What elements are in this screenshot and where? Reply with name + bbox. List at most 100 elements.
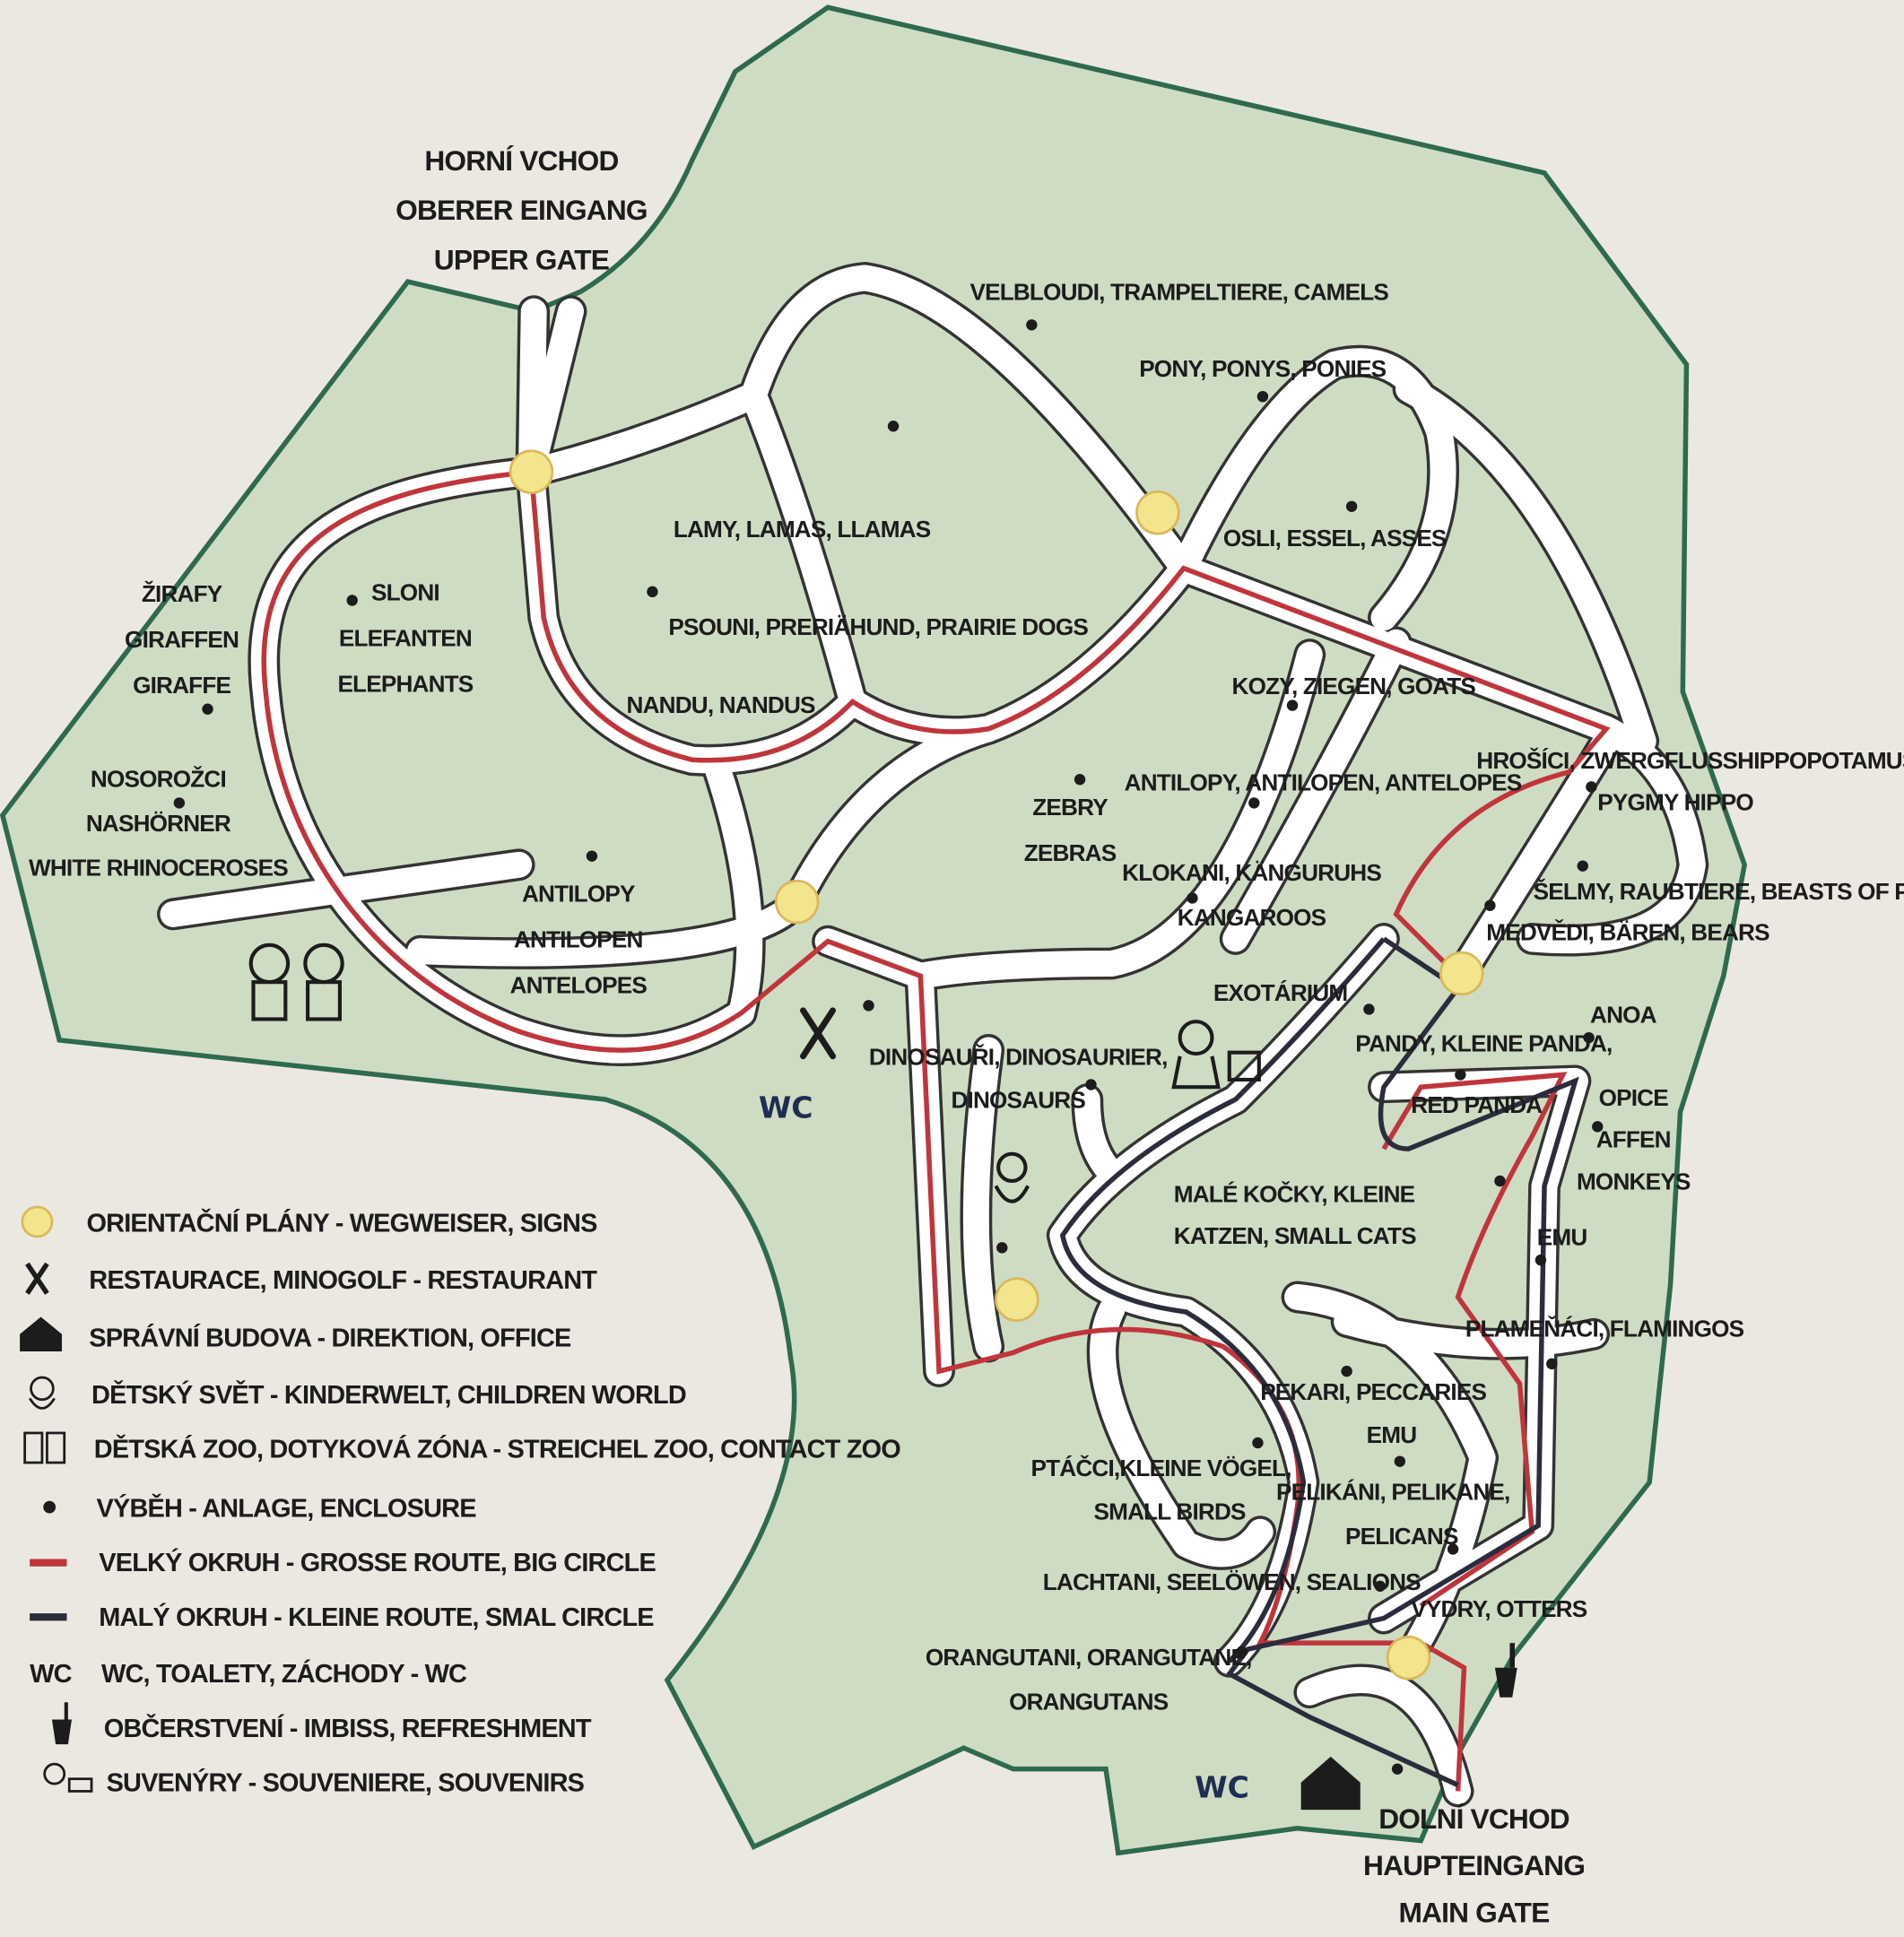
legend-label: RESTAURACE, MINOGOLF - RESTAURANT xyxy=(89,1266,597,1295)
label-line: GIRAFFEN xyxy=(125,626,239,653)
label-line: OPICE xyxy=(1599,1084,1669,1111)
label-line: ANOA xyxy=(1590,1002,1657,1029)
enclosure-dot-icon[interactable] xyxy=(1592,1121,1604,1133)
label-line: UPPER GATE xyxy=(434,243,609,275)
sign-circle-icon[interactable] xyxy=(1439,951,1484,996)
enclosure-dot-icon[interactable] xyxy=(346,595,358,606)
contact-zoo-icon[interactable] xyxy=(248,942,344,1021)
label-line: EMU xyxy=(1367,1421,1417,1448)
sign-circle-icon[interactable] xyxy=(1386,1635,1431,1681)
enclosure-dot-icon[interactable] xyxy=(1586,781,1597,793)
footpath xyxy=(814,641,1323,989)
label-dinosaurs: DINOSAUŘI, DINOSAURIER,DINOSAURS xyxy=(869,1043,1168,1113)
label-line: NANDU, NANDUS xyxy=(627,691,816,718)
label-line: KATZEN, SMALL CATS xyxy=(1174,1222,1416,1249)
office-building-icon[interactable] xyxy=(1300,1756,1361,1811)
enclosure-dot-icon[interactable] xyxy=(1085,1079,1097,1090)
enclosure-dot-icon[interactable] xyxy=(1391,1763,1404,1775)
sign-circle-icon[interactable] xyxy=(774,879,820,925)
label-line: ZEBRY xyxy=(1032,794,1108,821)
label-line: DINOSAURS xyxy=(951,1087,1085,1114)
restaurant-icon[interactable] xyxy=(800,1007,837,1060)
label-antelopes-east: ANTILOPY, ANTILOPEN, ANTELOPES xyxy=(1125,769,1522,796)
enclosure-markers xyxy=(173,319,1604,1775)
children-world-icon[interactable] xyxy=(994,1151,1030,1203)
legend-item: DĚTSKÁ ZOO, DOTYKOVÁ ZÓNA - STREICHEL ZO… xyxy=(23,1431,901,1464)
enclosure-dot-icon[interactable] xyxy=(1341,1365,1352,1377)
enclosure-dot-icon[interactable] xyxy=(1252,1437,1264,1449)
enclosure-dot-icon[interactable] xyxy=(1484,899,1496,911)
sign-circle-icon[interactable] xyxy=(509,449,554,495)
enclosure-dot-icon[interactable] xyxy=(1236,1646,1248,1657)
enclosure-dot-icon[interactable] xyxy=(1583,1031,1595,1044)
enclosure-dot-icon[interactable] xyxy=(1256,390,1269,403)
legend-label: VÝBĚH - ANLAGE, ENCLOSURE xyxy=(97,1493,477,1524)
label-line: MAIN GATE xyxy=(1399,1896,1550,1928)
label-line: MALÉ KOČKY, KLEINE xyxy=(1174,1180,1415,1207)
enclosure-dot-icon[interactable] xyxy=(1187,892,1198,904)
drink-cup-icon[interactable] xyxy=(1494,1643,1517,1698)
label-line: HORNÍ VCHOD xyxy=(424,144,618,177)
label-line: PELIKÁNI, PELIKANE, xyxy=(1276,1478,1509,1505)
label-llamas: LAMY, LAMAS, LLAMAS xyxy=(674,516,931,543)
label-line: GIRAFFE xyxy=(133,672,230,699)
enclosure-dot-icon[interactable] xyxy=(1248,797,1260,809)
enclosure-dot-icon[interactable] xyxy=(173,797,186,809)
label-line: SMALL BIRDS xyxy=(1093,1498,1246,1524)
enclosure-dot-icon[interactable] xyxy=(1026,319,1038,331)
enclosure-dot-icon[interactable] xyxy=(647,586,658,598)
wc-marker[interactable]: WC xyxy=(759,1090,813,1125)
enclosure-dot-icon[interactable] xyxy=(1074,774,1086,786)
label-red-panda-2: RED PANDA xyxy=(1411,1091,1543,1118)
legend-label: VELKÝ OKRUH - GROSSE ROUTE, BIG CIRCLE xyxy=(99,1547,656,1577)
label-small-birds: PTÁČCI,KLEINE VÖGEL,SMALL BIRDS xyxy=(1031,1455,1291,1524)
enclosure-dot-icon[interactable] xyxy=(586,850,598,862)
enclosure-dot-icon[interactable] xyxy=(1374,1580,1387,1592)
label-line: EXOTÁRIUM xyxy=(1213,979,1348,1006)
sign-circle-icon[interactable] xyxy=(995,1277,1039,1322)
enclosure-dot-icon[interactable] xyxy=(1286,699,1299,711)
footpath xyxy=(1170,348,1456,631)
label-line: NOSOROŽCI xyxy=(91,766,226,793)
label-line: PANDY, KLEINE PANDA, xyxy=(1355,1029,1612,1056)
enclosure-dot-icon[interactable] xyxy=(863,1000,874,1012)
enclosure-dot-icon[interactable] xyxy=(1577,860,1588,872)
label-line: DOLNÍ VCHOD xyxy=(1378,1802,1569,1835)
label-line: PSOUNI, PRERIÄHUND, PRAIRIE DOGS xyxy=(668,613,1088,640)
office-building-icon xyxy=(20,1316,62,1352)
big-circle-route xyxy=(261,469,1611,1792)
footpath xyxy=(517,298,584,485)
enclosure-dot-icon[interactable] xyxy=(1363,1003,1375,1015)
label-line: VYDRY, OTTERS xyxy=(1411,1595,1587,1622)
label-line: ŠELMY, RAUBTIERE, BEASTS OF PREY xyxy=(1534,878,1904,905)
enclosure-dot-icon[interactable] xyxy=(1535,1254,1547,1266)
enclosure-dot-icon[interactable] xyxy=(1546,1358,1558,1370)
footpath xyxy=(784,716,1002,916)
enclosure-dot-icon[interactable] xyxy=(1394,1455,1406,1467)
label-pelicans: PELIKÁNI, PELIKANE, PELICANS xyxy=(1276,1478,1509,1550)
wc-marker[interactable]: WC xyxy=(1195,1769,1249,1804)
sign-circle-icon[interactable] xyxy=(1135,490,1180,535)
map-legend: ORIENTAČNÍ PLÁNY - WEGWEISER, SIGNSRESTA… xyxy=(20,1205,901,1797)
enclosure-dot-icon[interactable] xyxy=(1447,1543,1459,1555)
footpath xyxy=(407,889,811,967)
enclosure-dot-icon[interactable] xyxy=(996,1242,1008,1254)
enclosure-dot-icon[interactable] xyxy=(1455,1069,1466,1081)
enclosure-dot-icon[interactable] xyxy=(1345,500,1358,512)
label-line: HROŠÍCI, ZWERGFLUSSHIPPOPOTAMUS, xyxy=(1476,747,1904,774)
footpath xyxy=(1448,728,1620,986)
enclosure-dot-icon[interactable] xyxy=(887,421,900,432)
enclosure-dot-icon[interactable] xyxy=(202,703,213,715)
label-line: ANTILOPY, ANTILOPEN, ANTELOPES xyxy=(1125,769,1522,796)
label-goats: KOZY, ZIEGEN, GOATS xyxy=(1232,673,1476,699)
label-ponies: PONY, PONYS, PONIES xyxy=(1139,355,1386,382)
label-line: WHITE RHINOCEROSES xyxy=(29,855,288,882)
label-line: PELICANS xyxy=(1345,1523,1458,1550)
legend-label: DĚTSKÝ SVĚT - KINDERWELT, CHILDREN WORLD xyxy=(91,1379,686,1410)
enclosure-dot-icon[interactable] xyxy=(1494,1175,1506,1187)
footpath xyxy=(160,851,533,927)
souvenir-shop-icon[interactable] xyxy=(1171,1020,1261,1090)
sign-circle-icon xyxy=(21,1205,54,1238)
